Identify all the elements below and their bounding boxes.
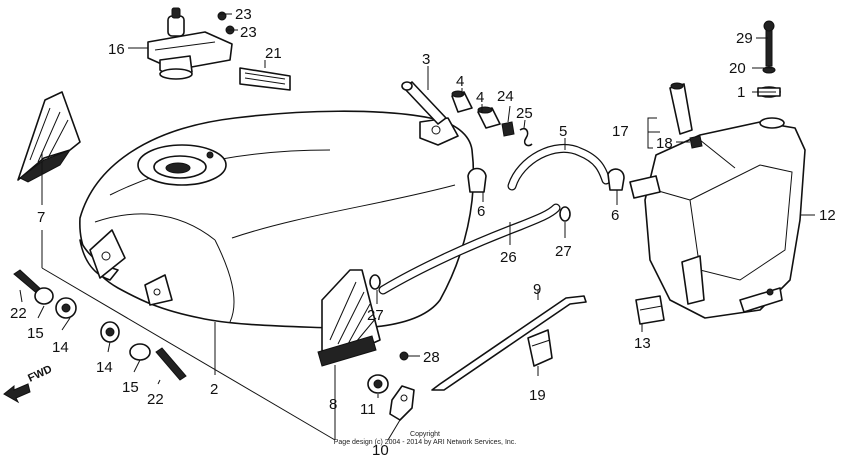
caution-label: [239, 67, 291, 91]
callout-5: 5: [559, 123, 567, 140]
fuel-tank: [79, 110, 475, 330]
copyright-line-2: Page design (c) 2004 - 2014 by ARI Netwo…: [334, 439, 517, 446]
callout-25: 25: [516, 105, 533, 122]
callout-22-lower: 22: [147, 391, 164, 408]
callout-26: 26: [500, 249, 517, 266]
forward-direction-indicator: FWD: [3, 363, 54, 404]
rod-clamp: [527, 329, 553, 367]
rubber-cushions: [451, 90, 501, 129]
fuel-valve: [669, 82, 703, 149]
tank-emblem: [17, 91, 81, 183]
callout-8: 8: [329, 396, 337, 413]
callout-7: 7: [37, 209, 45, 226]
lower-mount-hardware: [100, 321, 187, 381]
callout-27-left: 27: [367, 307, 384, 324]
stay-rod: [431, 295, 587, 391]
copyright-line-1: Copyright: [410, 431, 440, 438]
callout-18: 18: [656, 135, 673, 152]
copyright-notice: Copyright Page design (c) 2004 - 2014 by…: [334, 431, 517, 446]
callout-12: 12: [819, 207, 836, 224]
callout-24: 24: [497, 88, 514, 105]
callout-1: 1: [737, 84, 745, 101]
callout-14-left: 14: [52, 339, 69, 356]
callout-23-lower: 23: [240, 24, 257, 41]
callout-13: 13: [634, 335, 651, 352]
callout-23-upper: 23: [235, 6, 252, 23]
callout-15-left: 15: [27, 325, 44, 342]
reserve-tank: [629, 117, 806, 319]
callout-9: 9: [533, 281, 541, 298]
callout-19: 19: [529, 387, 546, 404]
callout-14-lower: 14: [96, 359, 113, 376]
callout-11: 11: [360, 401, 376, 418]
callout-28: 28: [423, 349, 440, 366]
callout-20: 20: [729, 60, 746, 77]
callout-29: 29: [736, 30, 753, 47]
leader-lines: [19, 13, 815, 441]
callout-17: 17: [612, 123, 629, 140]
callout-6-left: 6: [477, 203, 485, 220]
callout-27-right: 27: [555, 243, 572, 260]
callout-16: 16: [108, 41, 125, 58]
callout-3: 3: [422, 51, 430, 68]
filler-cap: [147, 7, 235, 80]
vent-hose: [378, 203, 561, 295]
grommet: [367, 374, 389, 394]
pivot-collar: [401, 81, 447, 125]
callout-21: 21: [265, 45, 282, 62]
tank-clip: [635, 295, 665, 325]
callout-4-upper: 4: [456, 73, 464, 90]
callout-6-right: 6: [611, 207, 619, 224]
reserve-tank-fittings: [757, 20, 781, 98]
callout-2: 2: [210, 381, 218, 398]
washer-clip: [501, 121, 533, 147]
callout-22-left: 22: [10, 305, 27, 322]
fuel-hose: [507, 143, 611, 191]
callout-15-lower: 15: [122, 379, 139, 396]
side-emblem: [317, 269, 409, 367]
callout-labels: 1 2 3 4 4 5 6 6 7 8 9 10 11 12 13 14 14 …: [10, 6, 836, 459]
mount-bracket: [389, 385, 415, 421]
hose-clips: [369, 167, 625, 290]
callout-4-lower: 4: [476, 89, 484, 106]
fwd-label: FWD: [26, 363, 54, 384]
callout-10: 10: [372, 442, 389, 459]
front-mount-hardware: [13, 269, 77, 319]
